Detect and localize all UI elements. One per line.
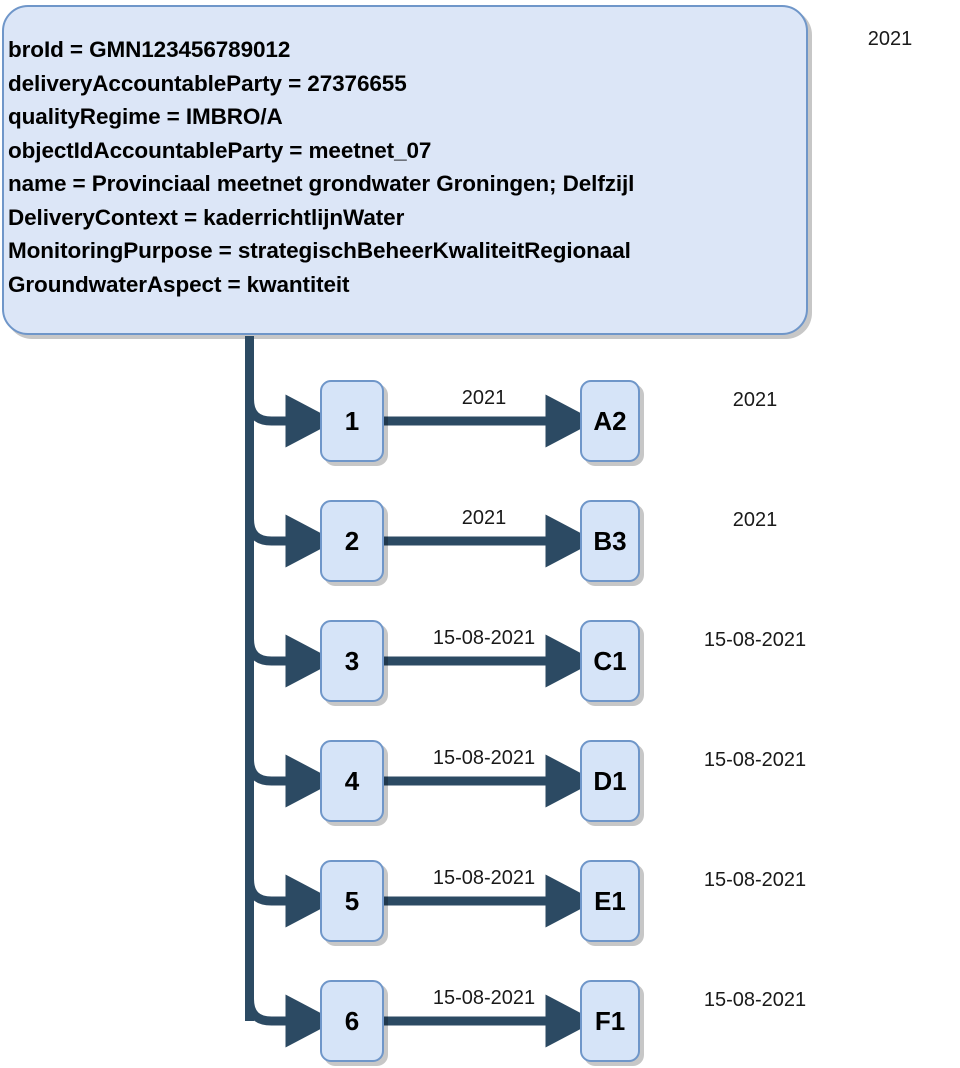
branch-elbow-1 [245,394,336,448]
measuring-point-node-2[interactable]: 2 [320,500,384,582]
branch-elbow-6 [245,994,336,1048]
branch-elbow-2 [245,514,336,568]
node-label: 1 [344,406,360,436]
branch-elbow-3 [245,634,336,688]
tube-node-c1[interactable]: C1 [580,620,640,702]
measuring-point-node-6[interactable]: 6 [320,980,384,1062]
tube-node-b3[interactable]: B3 [580,500,640,582]
header-attribute-broid: broId = GMN123456789012 [8,37,291,62]
tube-node-d1[interactable]: D1 [580,740,640,822]
side-label-5: 15-08-2021 [703,869,807,891]
link-label-2: 2021 [461,507,507,529]
tube-node-a2[interactable]: A2 [580,380,640,462]
side-label-1: 2021 [732,389,778,411]
trunk-branches [245,336,336,1048]
header-attribute-delivery-context: DeliveryContext = kaderrichtlijnWater [8,204,405,230]
header-attribute-monitoring-purpose: MonitoringPurpose = strategischBeheerKwa… [8,238,631,263]
header-attribute-objectid-party: objectIdAccountableParty = meetnet_07 [8,137,432,163]
measuring-point-node-3[interactable]: 3 [320,620,384,702]
node-label: C1 [593,646,627,676]
side-label-2: 2021 [732,509,778,531]
link-label-5: 15-08-2021 [432,867,536,889]
side-label-3: 15-08-2021 [703,629,807,651]
link-label-6: 15-08-2021 [432,987,536,1009]
branch-elbow-5 [245,874,336,928]
header-attribute-list: broId = GMN123456789012 deliveryAccounta… [8,33,800,301]
node-label: A2 [593,406,627,436]
node-label: B3 [593,526,627,556]
node-label: E1 [594,886,626,916]
link-label-4: 15-08-2021 [432,747,536,769]
node-label: F1 [594,1006,626,1036]
tube-node-e1[interactable]: E1 [580,860,640,942]
side-label-6: 15-08-2021 [703,989,807,1011]
side-label-4: 15-08-2021 [703,749,807,771]
tube-node-f1[interactable]: F1 [580,980,640,1062]
measuring-point-node-1[interactable]: 1 [320,380,384,462]
header-attribute-name: name = Provinciaal meetnet grondwater Gr… [8,171,635,196]
header-attribute-quality-regime: qualityRegime = IMBRO/A [8,104,283,129]
link-label-3: 15-08-2021 [432,627,536,649]
measuring-point-node-4[interactable]: 4 [320,740,384,822]
link-label-1: 2021 [461,387,507,409]
measuring-point-node-5[interactable]: 5 [320,860,384,942]
node-label: D1 [593,766,627,796]
header-attribute-delivery-party: deliveryAccountableParty = 27376655 [8,70,407,96]
header-attribute-groundwater-aspect: GroundwaterAspect = kwantiteit [8,271,350,297]
node-label: 4 [344,766,360,796]
top-right-year-label: 2021 [867,28,913,50]
node-label: 2 [344,526,360,556]
gmn-header-box[interactable]: broId = GMN123456789012 deliveryAccounta… [2,5,808,335]
branch-elbow-4 [245,754,336,808]
node-label: 3 [344,646,360,676]
node-label: 6 [344,1006,360,1036]
node-label: 5 [344,886,360,916]
